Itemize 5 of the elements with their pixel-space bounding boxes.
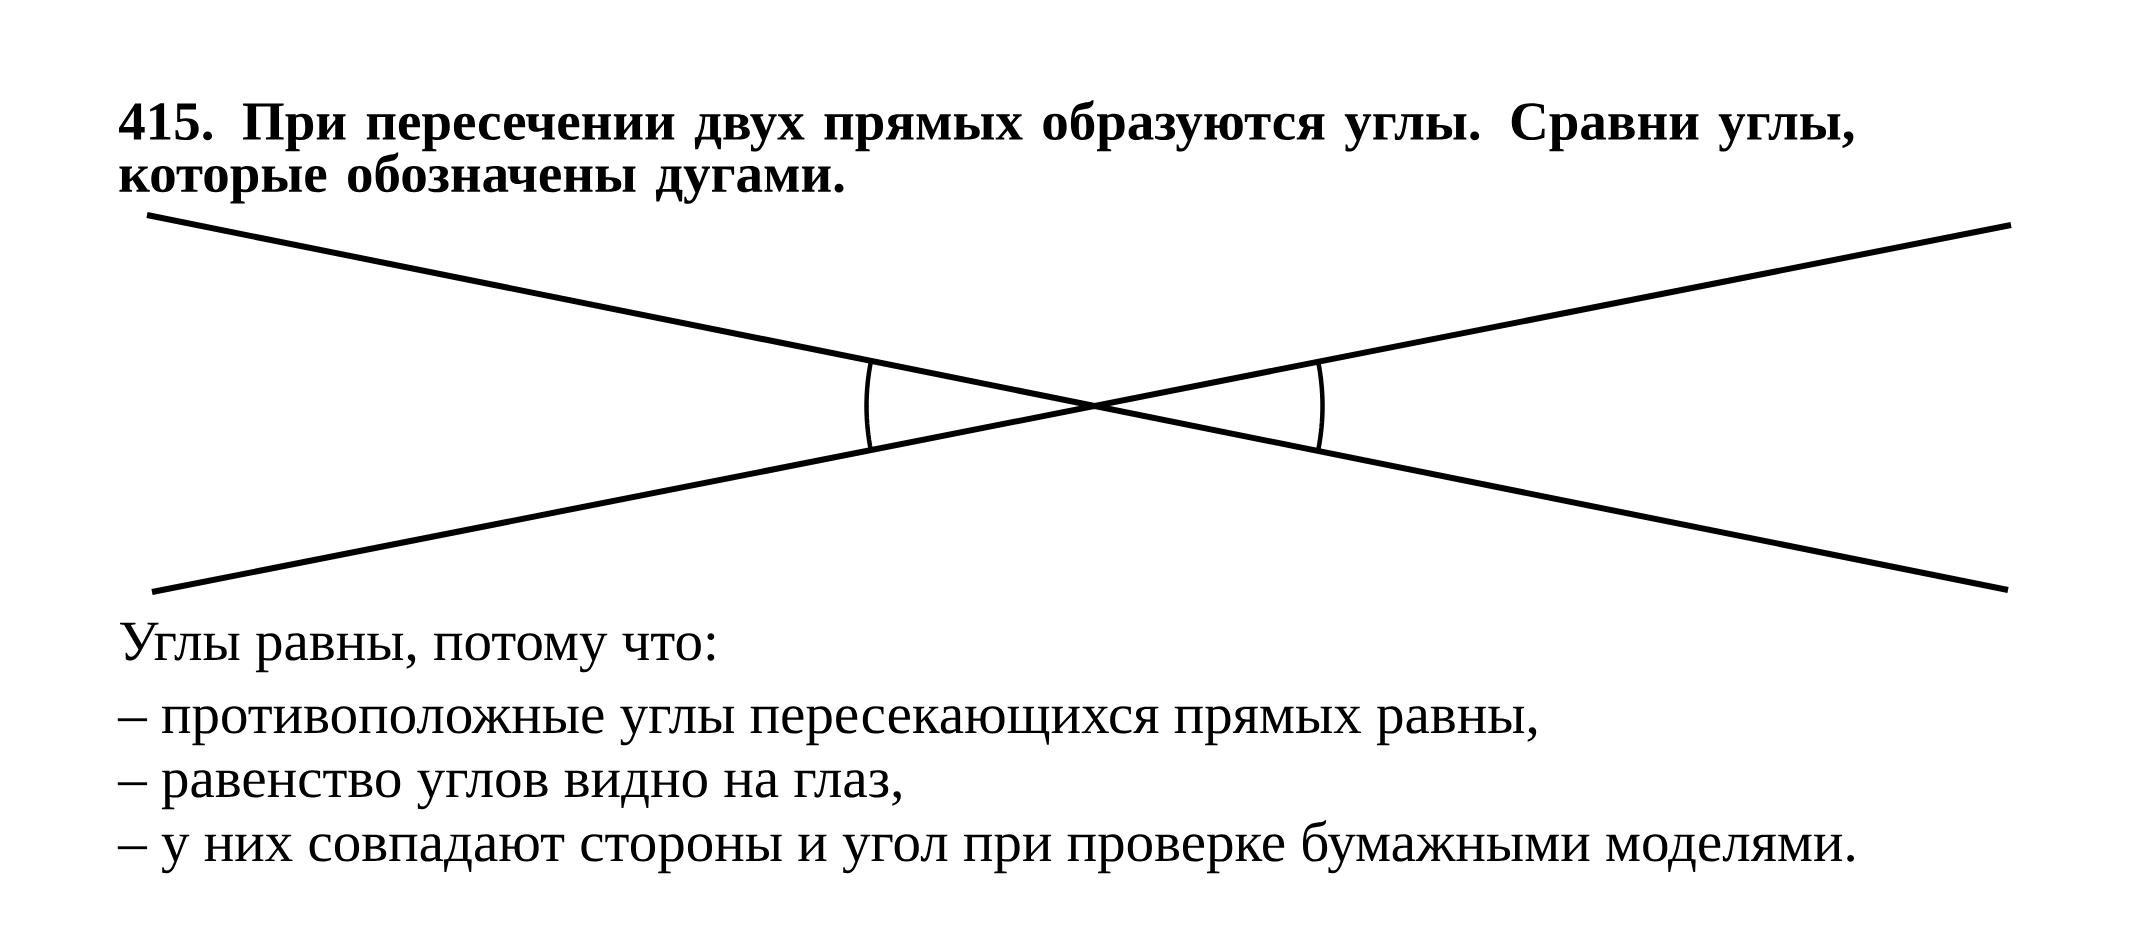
answer-text: – у них совпадают стороны и угол при проверке бумажными моделями. [117, 820, 1854, 874]
answer-text: Углы равны, потому что: [120, 622, 715, 673]
answer-text: – противоположные углы пересекающихся прямых равны, [117, 706, 1537, 746]
task-title: 415. При пересечении двух прямых образуются углы. Сравни углы, которые обозначены дугами. [118, 100, 1854, 204]
answer-text: – равенство углов видно на глаз, [117, 770, 901, 810]
